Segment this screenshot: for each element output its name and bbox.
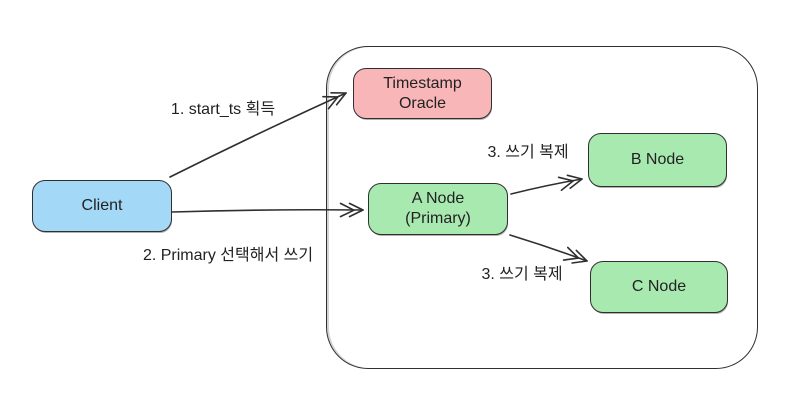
c-node: C Node: [590, 261, 728, 313]
timestamp-oracle-label-line1: Timestamp: [383, 74, 462, 92]
a-node-label-line2: (Primary): [405, 210, 471, 227]
timestamp-oracle-label-line2: Oracle: [398, 94, 447, 112]
edge-label-acquire-start-ts: 1. start_ts 획득: [170, 101, 276, 118]
arrow-replicate-to-b: [510, 174, 583, 195]
b-node: B Node: [588, 133, 727, 187]
a-node-primary: A Node (Primary): [368, 183, 508, 235]
a-node-label-line1: A Node: [411, 190, 465, 208]
b-node-label: B Node: [630, 151, 685, 169]
arrow-acquire-start-ts: [169, 92, 347, 178]
edge-label-write-to-primary: 2. Primary 선택해서 쓰기: [142, 247, 314, 264]
client-node-label: Client: [81, 197, 123, 215]
timestamp-oracle-node: Timestamp Oracle: [353, 68, 492, 119]
client-node: Client: [32, 180, 172, 232]
c-node-label: C Node: [631, 278, 687, 296]
cluster-boundary: [326, 46, 758, 369]
edge-label-replicate-to-b: 3. 쓰기 복제: [487, 144, 569, 161]
arrow-replicate-to-c: [509, 234, 588, 264]
edge-label-replicate-to-c: 3. 쓰기 복제: [481, 266, 563, 283]
arrow-write-to-primary: [171, 202, 364, 218]
